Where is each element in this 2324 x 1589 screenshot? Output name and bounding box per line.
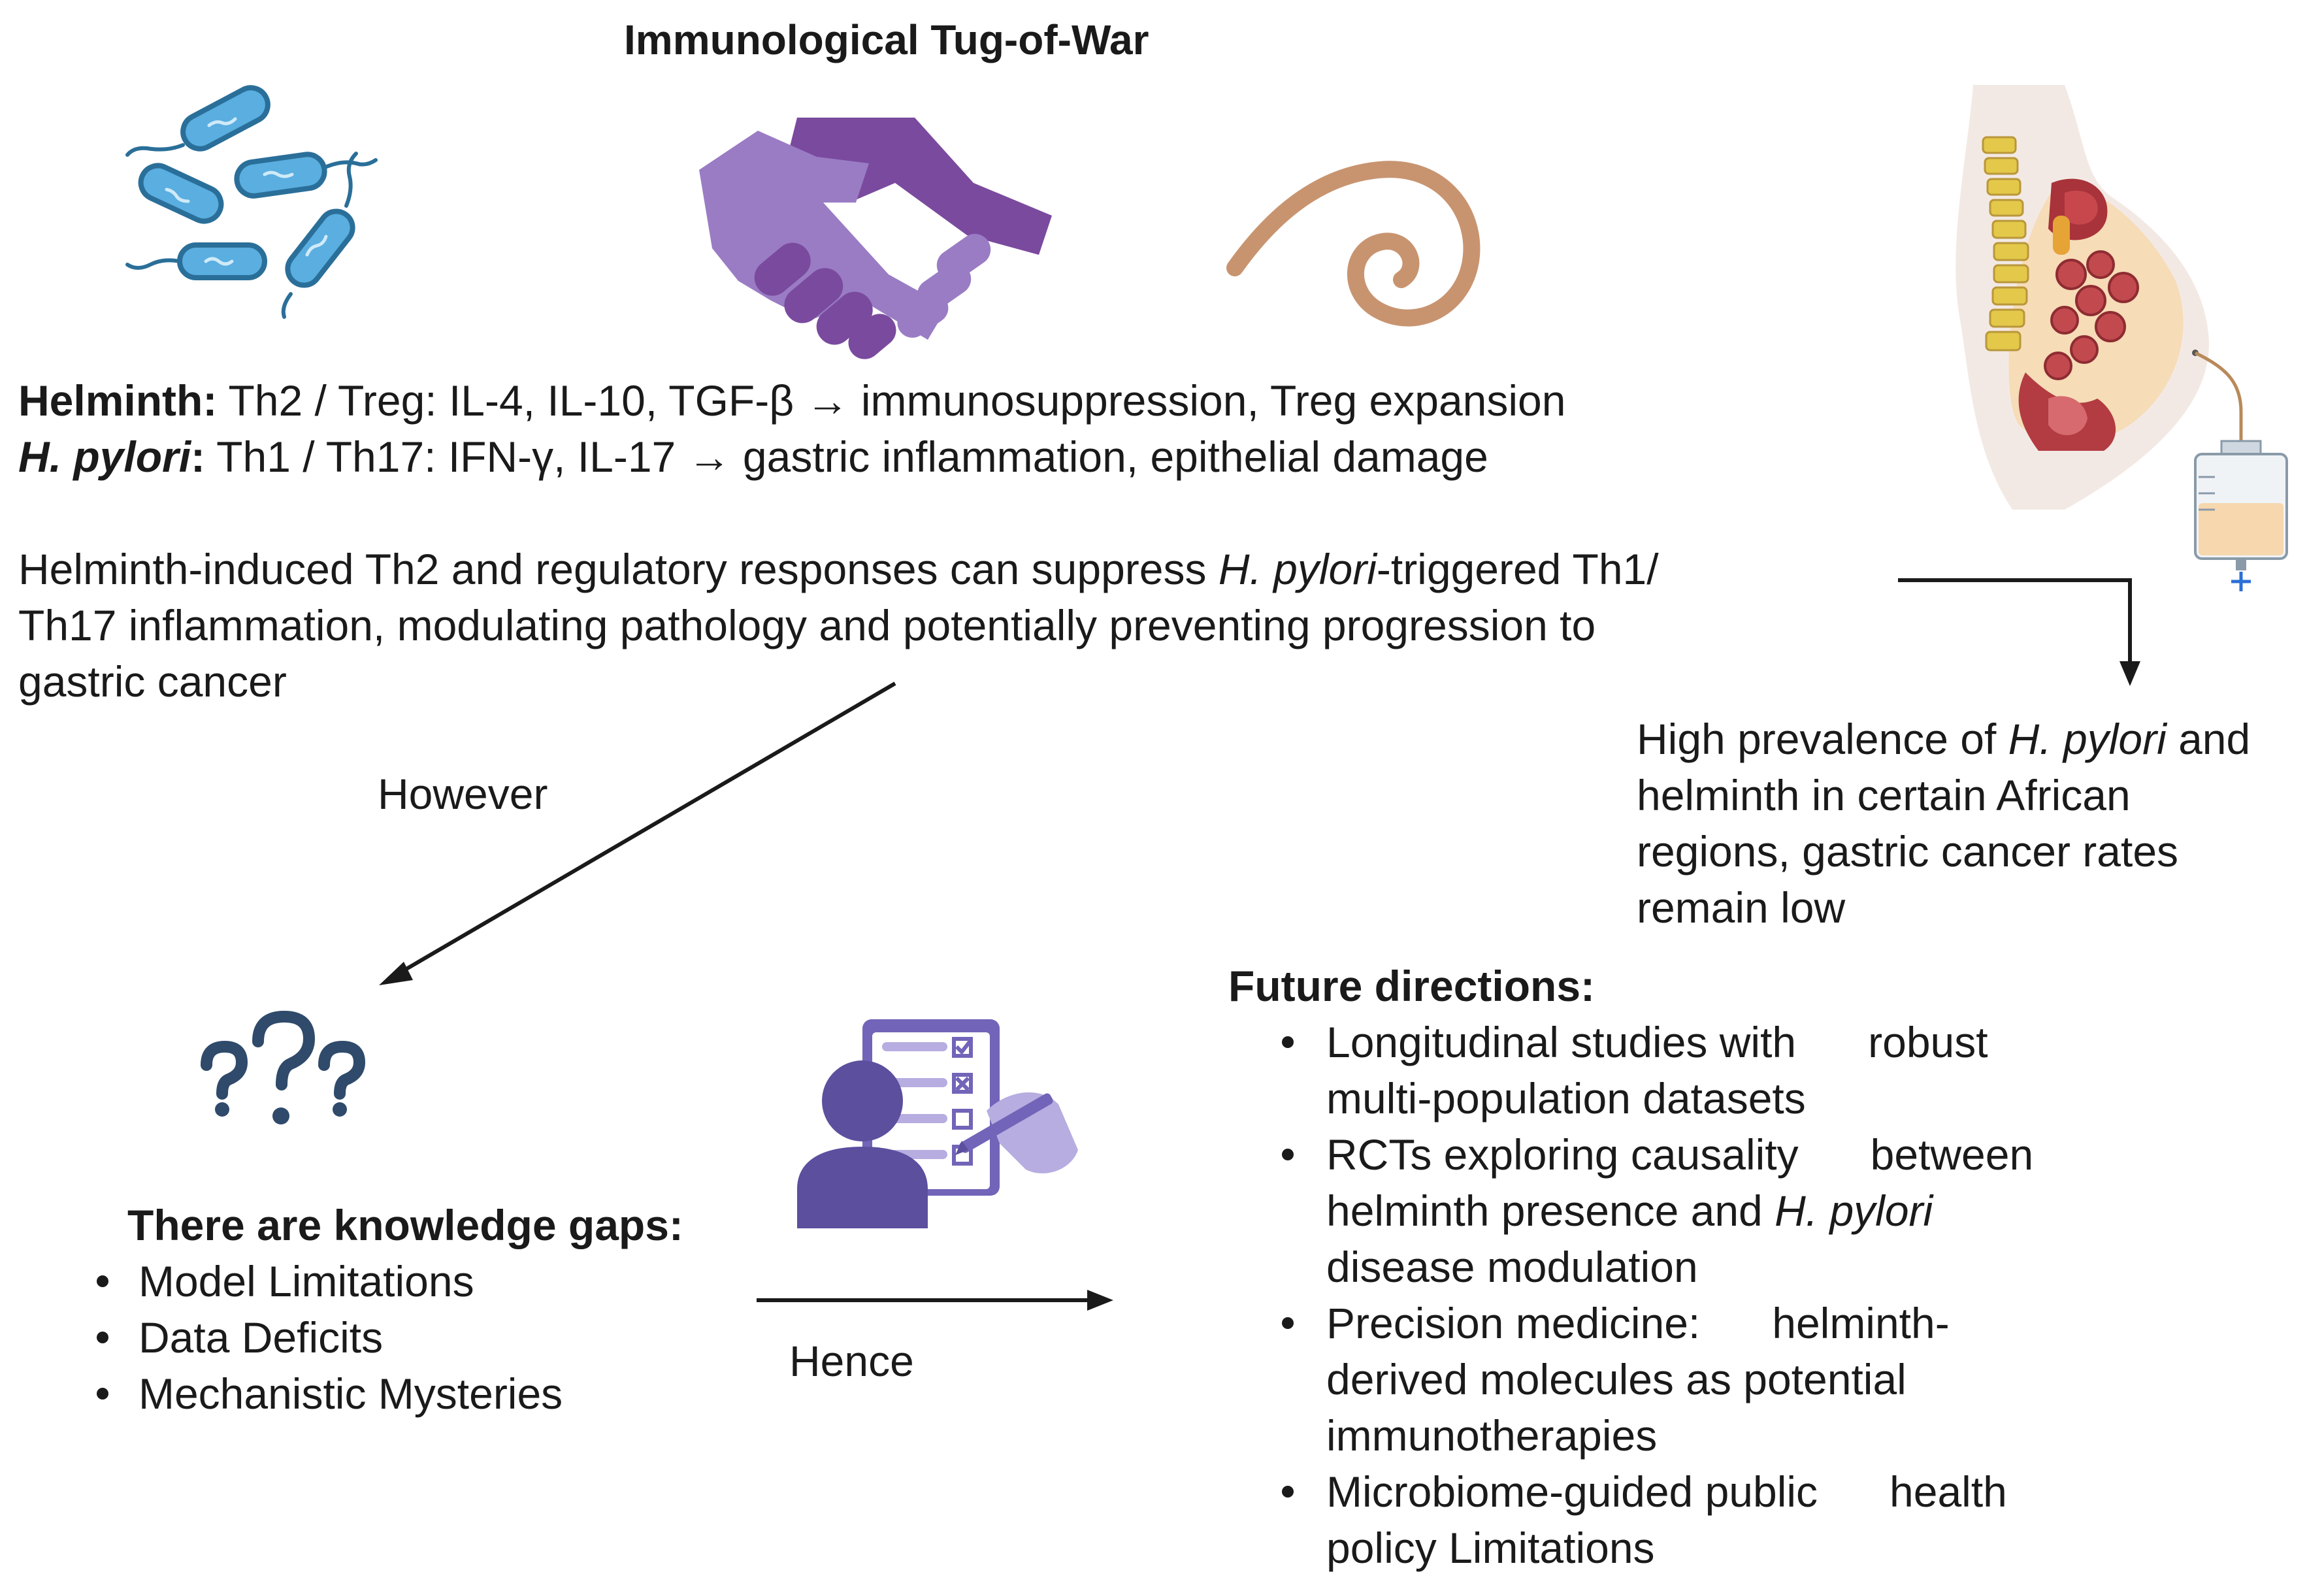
bacteria-icon (125, 85, 378, 319)
helminth-response-text: Th2 / Treg: IL-4, IL-10, TGF-β → immunos… (217, 376, 1566, 425)
hpylori-label: H. pylori (18, 433, 191, 481)
prevalence-line-3: regions, gastric cancer rates (1637, 827, 2179, 876)
fd-item4-l2: policy Limitations (1326, 1524, 1655, 1572)
fd-item2-l1a: RCTs exploring causality (1326, 1130, 1799, 1179)
fd-item4-l1a: Microbiome-guided public (1326, 1467, 1818, 1516)
suppression-line-1b: -triggered Th1/ (1376, 545, 1659, 593)
knowledge-gaps-list: Model Limitations Data Deficits Mechanis… (90, 1253, 563, 1422)
future-directions-list: Longitudinal studies with robust multi-po… (1274, 1014, 2033, 1576)
hence-label: Hence (789, 1337, 914, 1385)
prevalence-line-1b: and (2166, 715, 2251, 763)
list-item-continuation: derived molecules as potential (1274, 1351, 2033, 1407)
fd-item3-l3: immunotherapies (1326, 1411, 1658, 1460)
suppression-line-1a: Helminth-induced Th2 and regulatory resp… (18, 545, 1219, 593)
hpylori-response-text: Th1 / Th17: IFN-γ, IL-17 → gastric infla… (205, 433, 1488, 481)
fd-item4-l1b: health (1890, 1467, 2007, 1516)
fd-item3-l1a: Precision medicine: (1326, 1299, 1701, 1347)
prevalence-italic: H. pylori (2008, 715, 2167, 763)
helminth-label: Helminth: (18, 376, 218, 425)
list-item: Data Deficits (90, 1309, 563, 1366)
list-item: RCTs exploring causality between (1274, 1126, 2033, 1183)
fd-item1-l1b: robust (1868, 1018, 1988, 1066)
prevalence-line-2: helminth in certain African (1637, 771, 2131, 819)
fd-item1-l1a: Longitudinal studies with (1326, 1018, 1797, 1066)
prevalence-line-4: remain low (1637, 883, 1846, 932)
helminth-worm-icon (1226, 161, 1481, 327)
person-checklist-icon (797, 1019, 1078, 1228)
anatomy-feeding-tube-icon (1956, 85, 2288, 591)
helminth-response-line: Helminth: Th2 / Treg: IL-4, IL-10, TGF-β… (18, 372, 1565, 429)
future-directions-heading: Future directions: (1228, 962, 1596, 1010)
fd-item2-l3: disease modulation (1326, 1243, 1698, 1291)
suppression-line-1-italic: H. pylori (1218, 545, 1377, 593)
diagram-title: Immunological Tug-of-War (624, 16, 1149, 63)
fd-item2-l1b: between (1870, 1130, 2034, 1179)
hpylori-response-line: H. pylori: Th1 / Th17: IFN-γ, IL-17 → ga… (18, 429, 1488, 485)
fd-item1-l2: multi-population datasets (1326, 1074, 1806, 1122)
suppression-line-3: gastric cancer (18, 657, 287, 706)
list-item-continuation: disease modulation (1274, 1239, 2033, 1295)
list-item: Model Limitations (90, 1253, 563, 1309)
list-item-continuation: helminth presence and H. pylori (1274, 1183, 2033, 1239)
list-item-continuation: policy Limitations (1274, 1520, 2033, 1576)
list-item: Precision medicine: helminth- (1274, 1295, 2033, 1351)
list-item-continuation: multi-population datasets (1274, 1070, 2033, 1126)
fd-item2-l2a: helminth presence and (1326, 1187, 1775, 1235)
however-label: However (378, 770, 548, 818)
prevalence-line-1: High prevalence of H. pylori and (1637, 711, 2250, 767)
prevalence-line-1a: High prevalence of (1637, 715, 2008, 763)
suppression-line-1: Helminth-induced Th2 and regulatory resp… (18, 541, 1659, 597)
fd-item3-l1b: helminth- (1772, 1299, 1950, 1347)
hpylori-colon: : (191, 433, 206, 481)
knowledge-gaps-heading: There are knowledge gaps: (127, 1201, 683, 1249)
list-item-continuation: immunotherapies (1274, 1407, 2033, 1464)
list-item: Microbiome-guided public health (1274, 1464, 2033, 1520)
suppression-line-2: Th17 inflammation, modulating pathology … (18, 601, 1596, 649)
list-item: Longitudinal studies with robust (1274, 1014, 2033, 1070)
handshake-icon (699, 118, 1052, 359)
fd-item2-italic: H. pylori (1775, 1187, 1933, 1235)
list-item: Mechanistic Mysteries (90, 1366, 563, 1422)
fd-item3-l2: derived molecules as potential (1326, 1355, 1907, 1403)
question-marks-icon (201, 1010, 366, 1124)
